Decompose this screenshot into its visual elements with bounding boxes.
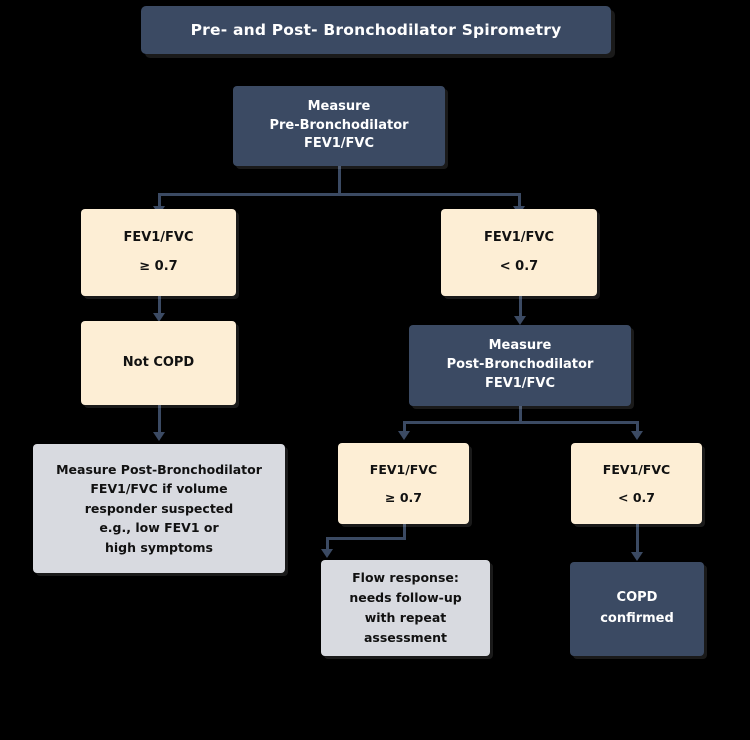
node-measure-post-bronchodilator[interactable]: Measure Post-Bronchodilator FEV1/FVC (409, 325, 631, 406)
node-volume-responder-note[interactable]: Measure Post-Bronchodilator FEV1/FVC if … (33, 444, 285, 573)
node-volume-note-line1: Measure Post-Bronchodilator (56, 462, 262, 478)
node-measure-pre-bronchodilator[interactable]: Measure Pre-Bronchodilator FEV1/FVC (233, 86, 445, 166)
connector-root-left-drop (158, 193, 161, 209)
node-pre-ratio-ge-0-7[interactable]: FEV1/FVC ≥ 0.7 (81, 209, 236, 296)
node-measure-post-line1: Measure (488, 338, 552, 354)
page-title: Pre- and Post- Bronchodilator Spirometry (141, 6, 611, 54)
arrowhead-to-volume-note (153, 432, 165, 441)
node-volume-note-line3: responder suspected (84, 500, 234, 516)
connector-post-bus (403, 421, 639, 424)
node-flow-response-line4: assessment (363, 630, 448, 645)
node-post-ratio-lt-0-7[interactable]: FEV1/FVC < 0.7 (571, 443, 702, 524)
arrowhead-to-post-ratio-ge (398, 431, 410, 440)
node-volume-note-line5: high symptoms (105, 539, 213, 555)
arrowhead-to-measure-post (514, 316, 526, 325)
node-measure-pre-line2: Pre-Bronchodilator (269, 117, 409, 133)
connector-post-lt-to-copd (636, 524, 639, 556)
arrowhead-to-copd-confirmed (631, 552, 643, 561)
arrowhead-to-not-copd (153, 313, 165, 322)
arrowhead-to-flow-response (321, 549, 333, 558)
node-copd-confirmed-line2: confirmed (600, 611, 674, 626)
node-post-ratio-lt-line2: < 0.7 (618, 489, 655, 505)
node-post-ratio-ge-line1: FEV1/FVC (369, 462, 438, 477)
connector-post-stem (519, 406, 522, 424)
node-pre-ratio-lt-line2: < 0.7 (499, 258, 539, 274)
connector-ratio-ge-to-notcopd (158, 296, 161, 316)
node-copd-confirmed-line1: COPD (616, 590, 658, 606)
node-volume-note-line4: e.g., low FEV1 or (99, 520, 219, 536)
connector-post-left-drop (403, 421, 406, 434)
connector-root-bus (158, 193, 521, 196)
connector-post-ge-drop (326, 537, 329, 552)
node-volume-note-line2: FEV1/FVC if volume (90, 481, 228, 497)
node-flow-response[interactable]: Flow response: needs follow-up with repe… (321, 560, 490, 656)
node-flow-response-line2: needs follow-up (349, 590, 462, 605)
connector-post-right-drop (636, 421, 639, 434)
node-measure-pre-line3: FEV1/FVC (303, 136, 375, 152)
node-post-ratio-ge-line2: ≥ 0.7 (385, 489, 422, 505)
node-pre-ratio-ge-line2: ≥ 0.7 (139, 258, 178, 274)
node-flow-response-line3: with repeat (364, 610, 447, 625)
arrowhead-to-post-ratio-lt (631, 431, 643, 440)
connector-post-ge-stem (403, 524, 406, 539)
connector-ratio-lt-to-measure-post (519, 296, 522, 319)
node-flow-response-line1: Flow response: (352, 570, 459, 585)
node-post-ratio-ge-0-7[interactable]: FEV1/FVC ≥ 0.7 (338, 443, 469, 524)
node-measure-post-line3: FEV1/FVC (484, 375, 556, 391)
node-measure-post-line2: Post-Bronchodilator (446, 357, 594, 373)
node-post-ratio-lt-line1: FEV1/FVC (602, 462, 671, 477)
connector-root-right-drop (518, 193, 521, 209)
node-measure-pre-line1: Measure (307, 98, 371, 114)
connector-root-stem (338, 164, 341, 196)
node-pre-ratio-lt-0-7[interactable]: FEV1/FVC < 0.7 (441, 209, 597, 296)
node-not-copd[interactable]: Not COPD (81, 321, 236, 405)
connector-post-ge-jog (326, 537, 406, 540)
node-not-copd-label: Not COPD (122, 354, 195, 370)
node-pre-ratio-lt-line1: FEV1/FVC (483, 229, 555, 245)
node-pre-ratio-ge-line1: FEV1/FVC (123, 229, 194, 245)
node-copd-confirmed[interactable]: COPD confirmed (570, 562, 704, 656)
connector-notcopd-to-volume-note (158, 405, 161, 435)
